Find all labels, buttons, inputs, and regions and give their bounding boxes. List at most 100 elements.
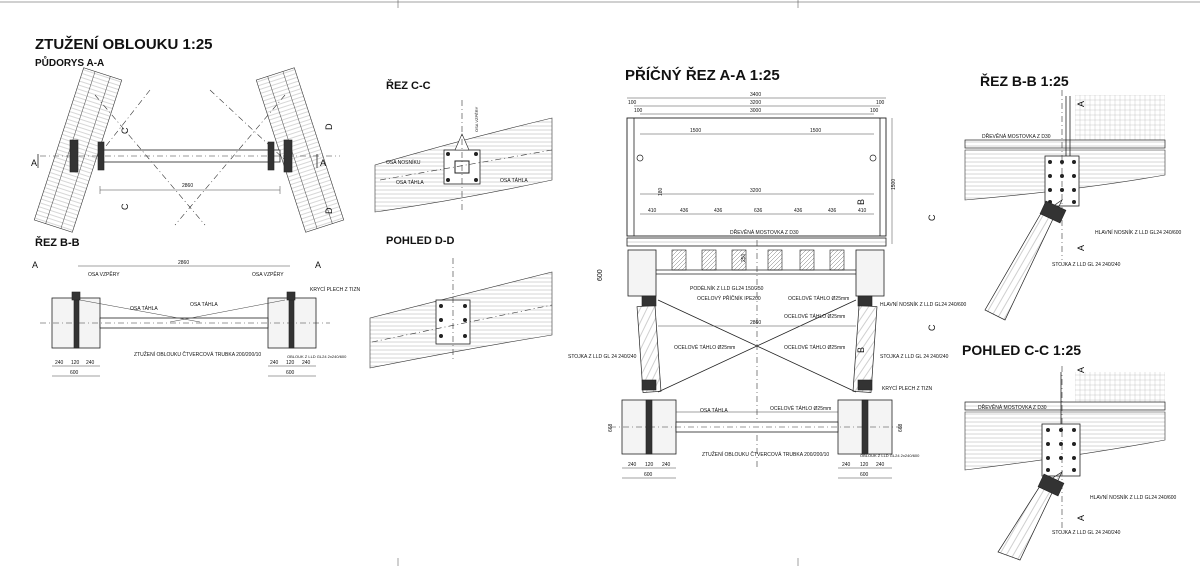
x-d1500b: 1500 [810,128,821,134]
x-d120b: 120 [860,462,869,468]
marker-d-bottom: D [324,207,334,214]
x-d100c: 100 [876,100,885,106]
ccr-hlavni: HLAVNÍ NOSNÍK Z LLD GL24 240/600 [1090,494,1177,501]
plan-title: PŮDORYS A-A [35,55,104,69]
x-d1500a: 1500 [690,128,701,134]
bb-dim-2860: 2860 [178,260,189,266]
marker-c-top: C [120,127,130,134]
x-d180: 180 [658,187,664,196]
marker-d-top: D [324,123,334,130]
view-d-d [369,258,553,369]
bb-d240b: 240 [86,360,95,366]
marker-a-left: A [31,158,37,168]
x-spacing-2: 436 [680,208,689,214]
bb-osa-vzpery-r: OSA VZPĚRY [252,270,284,278]
x-marker-b-mid: B [856,347,866,353]
x-spacing-1: 410 [648,208,657,214]
cc-osa-vzpery: OSA VZPĚRY [474,106,479,132]
marker-a-bb-right: A [315,260,321,270]
bb-d120: 120 [71,360,80,366]
bbr-stojka: STOJKA Z LLD GL 24 240/240 [1052,262,1121,268]
x-d240c: 240 [842,462,851,468]
bb-d240a: 240 [55,360,64,366]
x-d120a: 120 [645,462,654,468]
x-stojka-r: STOJKA Z LLD GL 24 240/240 [880,354,949,360]
x-oblouk: OBLOUK Z LLD GL24 2x240/600 [860,453,920,458]
x-spacing-4: 636 [754,208,763,214]
section-bb-right: DŘEVĚNÁ MOSTOVKA Z D30 HLAVNÍ NOSNÍK Z L… [964,90,1182,321]
x-d3400: 3400 [750,92,761,98]
bbr-marker-a-bottom: A [1076,245,1086,251]
cc-osa-tahla: OSA TÁHLA [396,179,424,186]
x-d600b: 600 [860,472,869,478]
x-d100b: 100 [634,108,643,114]
x-tahlo3: OCELOVÉ TÁHLO Ø25mm [674,344,735,351]
bbr-hlavni: HLAVNÍ NOSNÍK Z LLD GL24 240/600 [1095,229,1182,236]
bb-oblouk: OBLOUK Z LLD GL24 2x240/600 [287,354,347,359]
x-d100d: 100 [870,108,879,114]
x-hlavni: HLAVNÍ NOSNÍK Z LLD GL24 240/600 [880,301,967,308]
x-d250: 250 [741,253,747,262]
section-bb-left-title: ŘEZ B-B [35,236,80,249]
x-pricnik: OCELOVÝ PŘÍČNÍK IPE200 [697,294,761,302]
x-d3000: 3000 [750,108,761,114]
x-ztuzeni: ZTUŽENÍ OBLOUKU ČTVERCOVÁ TRUBKA 200/200… [702,450,829,458]
cc-osa-nosniku: OSA NOSNÍKU [386,159,421,166]
ccr-marker-a-top: A [1076,367,1086,373]
bb-d600a: 600 [70,370,79,376]
x-osa-tahla: OSA TÁHLA [700,407,728,414]
x-d600a: 600 [644,472,653,478]
view-dd-title: POHLED D-D [386,235,455,247]
x-marker-b-top: B [856,199,866,205]
x-d100a: 100 [628,100,637,106]
x-d668b: 668 [898,423,904,432]
marker-a-bb-left: A [32,260,38,270]
plan-dim-2860: 2860 [182,183,193,189]
bb-osa-tahla-1: OSA TÁHLA [130,305,158,312]
x-mostovka: DŘEVĚNÁ MOSTOVKA Z D30 [730,228,799,236]
marker-a-right: A [320,158,326,168]
marker-c-bottom: C [120,203,130,210]
section-bb-right-title: ŘEZ B-B 1:25 [980,72,1069,89]
x-stojka-l: STOJKA Z LLD GL 24 240/240 [568,354,637,360]
x-d3200: 3200 [750,100,761,106]
x-spacing-5: 436 [794,208,803,214]
bb-kryci-plech: KRYCÍ PLECH Z TIZN [310,286,360,293]
plan-a-a: 2860 A A C C D D [31,67,345,233]
x-marker-c-mid: C [927,324,937,331]
x-d240d: 240 [876,462,885,468]
x-d668a: 668 [608,423,614,432]
bb-osa-vzpery-l: OSA VZPĚRY [88,270,120,278]
view-cc-right: DŘEVĚNÁ MOSTOVKA Z D30 HLAVNÍ NOSNÍK Z L… [964,366,1177,561]
bb-d240c: 240 [270,360,279,366]
bb-d120b: 120 [286,360,295,366]
ccr-marker-a-bottom: A [1076,515,1086,521]
x-d600: 600 [597,269,604,281]
ccr-stojka: STOJKA Z LLD GL 24 240/240 [1052,530,1121,536]
cross-section-a-a: 3400 3200 3000 100 100 100 100 1500 1500… [568,92,967,479]
cc-osa-tahla-2: OSA TÁHLA [500,177,528,184]
x-spacing-3: 436 [714,208,723,214]
view-cc-right-title: POHLED C-C 1:25 [962,342,1081,358]
x-tahlo4: OCELOVÉ TÁHLO Ø25mm [784,344,845,351]
x-d240a: 240 [628,462,637,468]
sheet-title: ZTUŽENÍ OBLOUKU 1:25 [35,35,213,53]
x-spacing-6: 436 [828,208,837,214]
bb-d600b: 600 [286,370,295,376]
x-d240b: 240 [662,462,671,468]
bbr-marker-a-top: A [1076,101,1086,107]
x-tahlo-bottom: OCELOVÉ TÁHLO Ø25mm [770,405,831,412]
bb-ztuzeni: ZTUŽENÍ OBLOUKU ČTVERCOVÁ TRUBKA 200/200… [134,350,261,358]
x-tahlo1: OCELOVÉ TÁHLO Ø25mm [788,295,849,302]
cross-section-title: PŘÍČNÝ ŘEZ A-A 1:25 [625,66,780,84]
x-podelnik: PODÉLNÍK Z LLD GL24 150/250 [690,285,764,292]
x-kryci: KRYCÍ PLECH Z TIZN [882,385,932,392]
x-marker-c-top: C [927,214,937,221]
x-d3200b: 3200 [750,188,761,194]
x-d2860: 2860 [750,320,761,326]
x-spacing-7: 410 [858,208,867,214]
x-tahlo2: OCELOVÉ TÁHLO Ø25mm [784,313,845,320]
section-bb-left: A A 2860 OSA VZPĚRY OSA VZPĚRY OSA TÁHLA… [32,260,360,377]
